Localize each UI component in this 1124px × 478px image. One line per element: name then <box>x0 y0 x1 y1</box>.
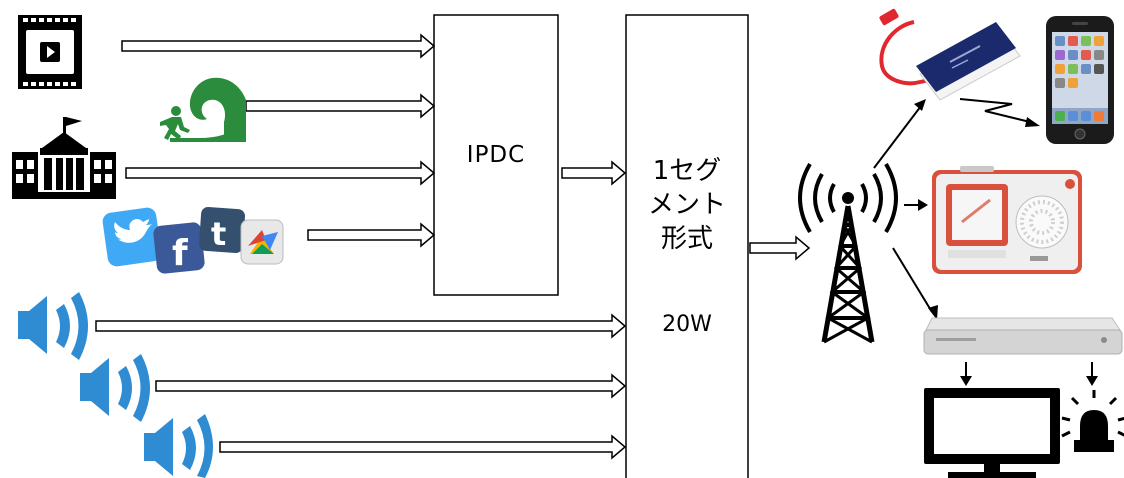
mobile-charger-icon <box>879 8 1021 101</box>
svg-text:t: t <box>211 215 226 253</box>
set-top-box-icon <box>923 317 1123 355</box>
video-icon <box>18 15 82 89</box>
smartphone-icon <box>1046 16 1114 144</box>
arrow-audio1-to-segment <box>95 313 627 339</box>
arrow-tsunami-to-ipdc <box>245 93 436 119</box>
arrow-ipdc-to-segment <box>561 160 627 186</box>
ipdc-label: IPDC <box>466 142 526 168</box>
segment-power-label: 20W <box>662 312 712 337</box>
svg-text:f: f <box>172 233 188 274</box>
tv-monitor-icon <box>924 388 1060 478</box>
buzz-icon <box>240 219 284 265</box>
arrow-audio3-to-segment <box>219 434 627 460</box>
segment-label-line2: メント <box>647 190 726 220</box>
arrow-building-to-ipdc <box>125 160 436 186</box>
speaker-icon <box>18 292 88 360</box>
speaker-icon <box>144 414 213 478</box>
segment-label-line3: 形式 <box>660 224 713 254</box>
tumblr-icon: t <box>198 206 246 254</box>
alarm-light-icon <box>1061 390 1124 452</box>
segment-box <box>625 14 749 478</box>
government-building-icon <box>12 117 116 199</box>
speaker-icon <box>80 354 150 422</box>
arrow-tower-to-settopbox <box>892 247 933 313</box>
arrow-segment-to-tower <box>749 235 811 261</box>
broadcast-tower-icon <box>798 162 898 344</box>
wireless-link-charger-phone <box>959 98 1031 123</box>
tsunami-evacuation-icon <box>158 77 246 142</box>
arrow-tower-to-charger <box>873 105 922 169</box>
arrow-audio2-to-segment <box>155 373 627 399</box>
twitter-icon <box>102 207 162 267</box>
radio-icon <box>932 166 1082 274</box>
arrow-video-to-ipdc <box>121 33 436 59</box>
facebook-icon: f <box>153 222 205 274</box>
ipdc-box <box>433 14 559 296</box>
social-media-icons: f t <box>102 206 284 274</box>
segment-label-line1: 1セグ <box>652 156 722 186</box>
arrow-social-to-ipdc <box>307 222 436 248</box>
